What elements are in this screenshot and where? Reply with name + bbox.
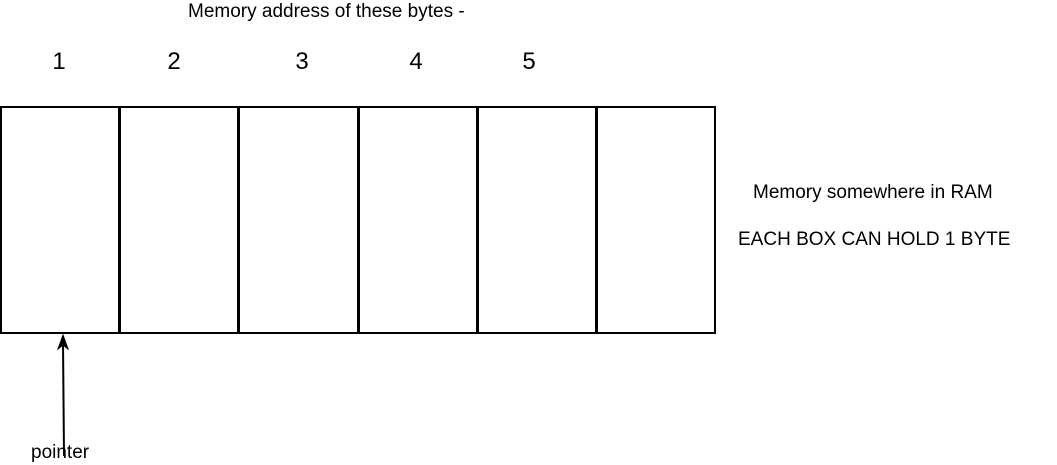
diagram-title: Memory address of these bytes -: [188, 1, 465, 22]
byte-box-3: [240, 108, 360, 332]
byte-box-5: [479, 108, 598, 332]
byte-box-4: [360, 108, 479, 332]
pointer-arrow-icon: [56, 334, 70, 457]
address-label-4: 4: [409, 48, 423, 75]
byte-box-2: [121, 108, 241, 332]
memory-description: Memory somewhere in RAM: [753, 182, 993, 203]
byte-box-6: [598, 108, 714, 332]
address-label-3: 3: [295, 48, 309, 75]
byte-box-1: [2, 108, 122, 332]
capacity-note: EACH BOX CAN HOLD 1 BYTE: [738, 229, 1011, 250]
memory-block: [0, 106, 716, 334]
pointer-label: pointer: [31, 442, 90, 463]
address-label-2: 2: [167, 48, 181, 75]
address-label-1: 1: [52, 48, 66, 75]
address-label-5: 5: [522, 48, 536, 75]
